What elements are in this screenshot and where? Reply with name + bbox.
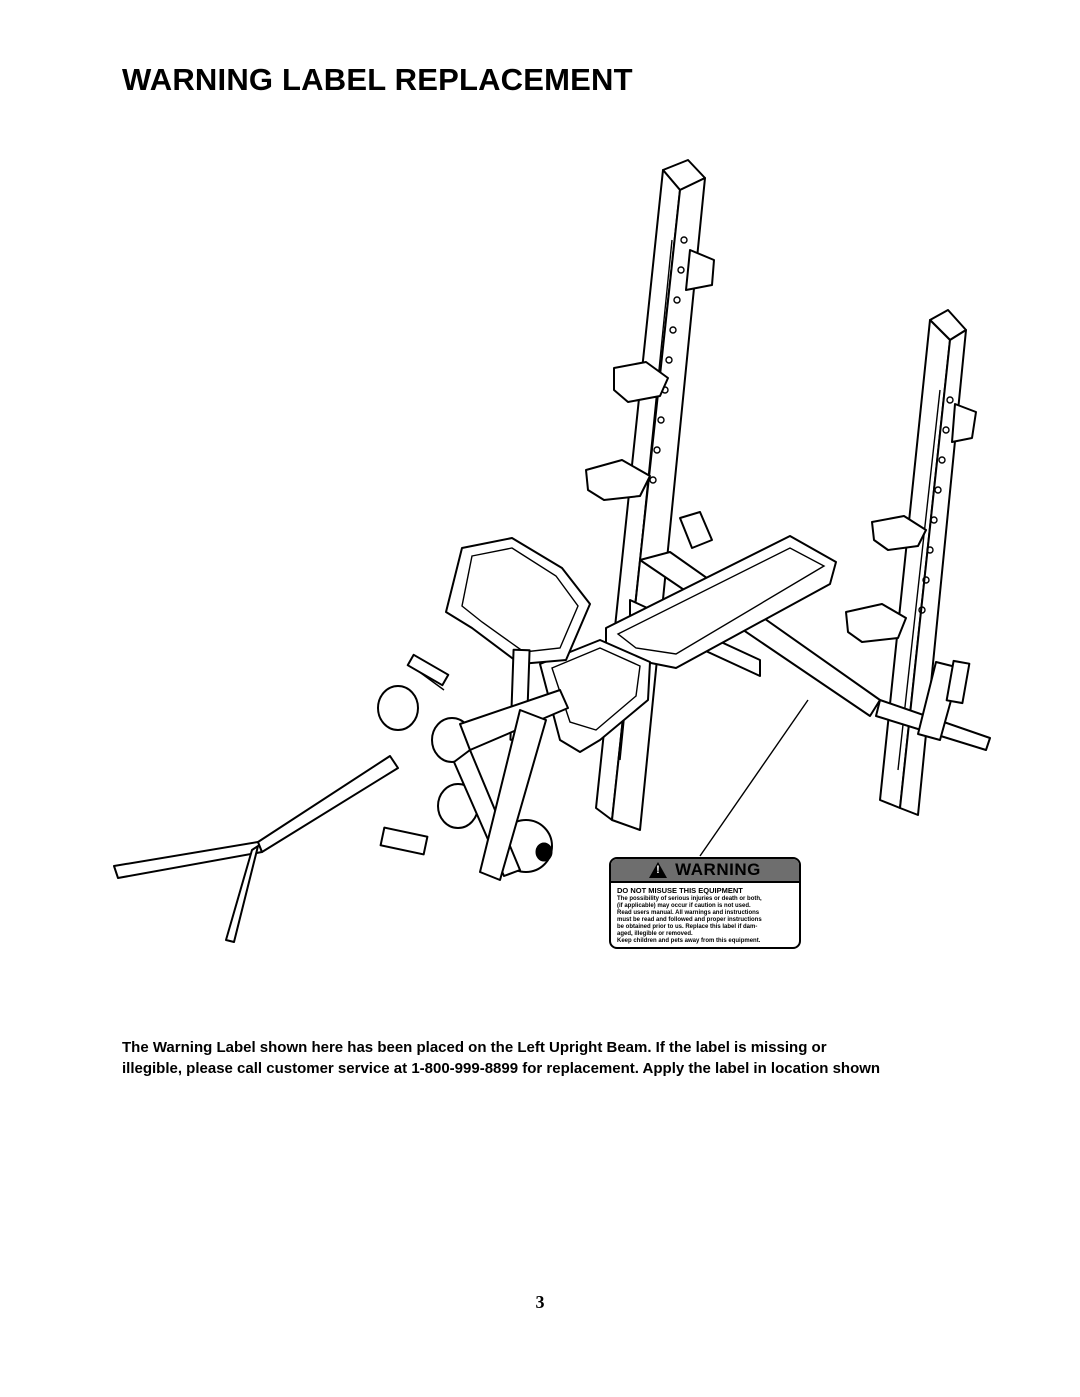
left-upright-hooks bbox=[585, 249, 715, 501]
page-title: WARNING LABEL REPLACEMENT bbox=[122, 62, 633, 97]
right-upright-hooks bbox=[845, 403, 977, 643]
caption-line-1: The Warning Label shown here has been pl… bbox=[122, 1039, 827, 1056]
warning-triangle-icon: ! bbox=[649, 862, 668, 878]
right-upright-beam bbox=[879, 309, 967, 816]
warning-header: ! WARNING bbox=[611, 859, 799, 883]
label-pointer-line bbox=[699, 699, 809, 857]
warning-subheader: DO NOT MISUSE THIS EQUIPMENT bbox=[617, 886, 743, 895]
lat-pulldown-arm bbox=[113, 755, 399, 943]
warning-header-text: WARNING bbox=[675, 860, 761, 879]
bench-seat-pad bbox=[539, 639, 651, 753]
weight-bench-illustration bbox=[113, 159, 991, 943]
caption: The Warning Label shown here has been pl… bbox=[122, 1037, 1022, 1079]
page-number: 3 bbox=[535, 1292, 545, 1312]
warning-body: The possibility of serious injuries or d… bbox=[617, 896, 762, 944]
warning-label: ! WARNING DO NOT MISUSE THIS EQUIPMENT T… bbox=[609, 857, 801, 949]
caption-line-2: illegible, please call customer service … bbox=[122, 1060, 881, 1077]
leg-developer bbox=[377, 653, 569, 881]
